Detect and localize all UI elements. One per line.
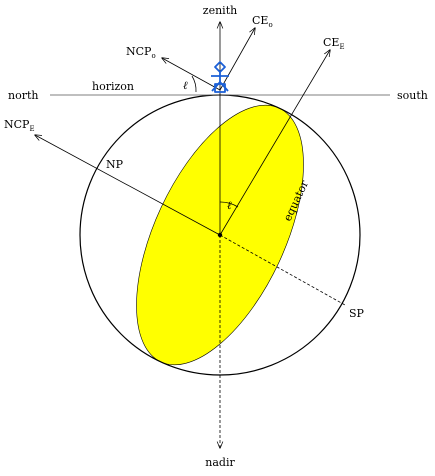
sphere-center-point xyxy=(217,232,223,238)
nadir-label: nadir xyxy=(205,456,235,469)
ce-e-axis xyxy=(219,50,330,236)
latitude-arc-center xyxy=(219,201,239,208)
ncp-e-label: NCPE xyxy=(4,118,35,133)
ncp-o-axis xyxy=(162,58,221,91)
sp-axis xyxy=(219,234,346,306)
ce-o-label: CEo xyxy=(252,14,273,29)
latitude-arc-top xyxy=(191,75,197,93)
ncp-o-label: NCPo xyxy=(126,45,156,60)
north-label: north xyxy=(8,89,38,102)
ce-e-label: CEE xyxy=(323,36,345,51)
horizon-label: horizon xyxy=(92,80,134,93)
sp-label: SP xyxy=(349,307,365,320)
np-label: NP xyxy=(106,158,124,171)
ce-o-axis xyxy=(219,28,255,91)
latitude-label-top: ℓ xyxy=(183,79,188,92)
south-label: south xyxy=(397,89,428,102)
ncp-e-axis xyxy=(35,135,221,236)
latitude-label-center: ℓ xyxy=(227,199,232,212)
zenith-label: zenith xyxy=(203,4,237,17)
observer-icon xyxy=(211,61,229,93)
